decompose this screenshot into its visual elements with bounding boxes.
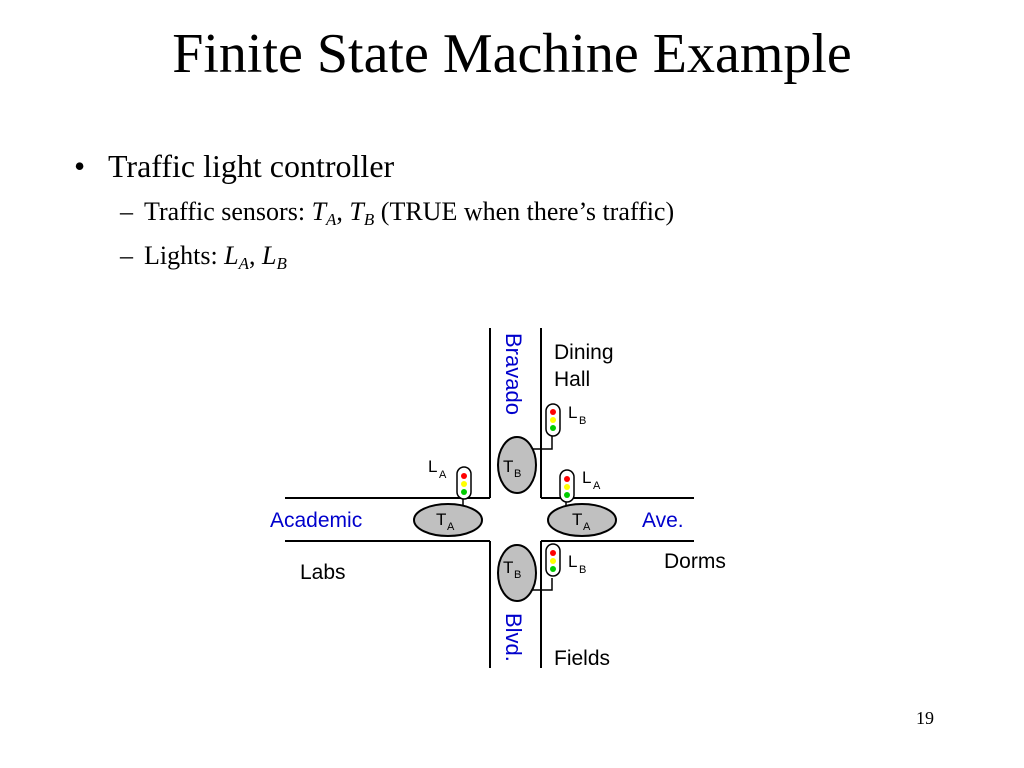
- sensor-a-symbol: T: [311, 197, 327, 226]
- sensor-b-symbol: T: [349, 197, 364, 226]
- lights-prefix: Lights:: [144, 241, 225, 270]
- sensor-a-subscript: A: [326, 210, 337, 229]
- street-label-ave: Ave.: [642, 509, 684, 532]
- sensor-subscript: B: [514, 569, 521, 581]
- slide-title: Finite State Machine Example: [172, 23, 852, 85]
- sensor-letter: T: [503, 457, 513, 476]
- sensor-subscript: A: [583, 521, 591, 533]
- green-lamp: [550, 425, 556, 431]
- sensor-letter: T: [436, 510, 446, 529]
- street-label-blvd: Blvd.: [501, 613, 526, 662]
- sensor-ta-west: T A: [413, 503, 483, 537]
- dash-mark: –: [120, 197, 133, 226]
- sensor-letter: T: [503, 558, 513, 577]
- yellow-lamp: [550, 558, 556, 564]
- light-letter: L: [568, 403, 577, 422]
- page-number: 19: [916, 708, 934, 728]
- light-subscript: B: [579, 415, 586, 427]
- red-lamp: [461, 473, 467, 479]
- building-label-labs: Labs: [300, 561, 346, 584]
- yellow-lamp: [550, 417, 556, 423]
- yellow-lamp: [461, 481, 467, 487]
- sensor-tb-south: T B: [497, 544, 537, 602]
- dash-mark: –: [120, 241, 133, 270]
- sensor-subscript: A: [447, 521, 455, 533]
- bullet-text: Traffic light controller: [108, 148, 395, 184]
- red-lamp: [550, 409, 556, 415]
- light-subscript: A: [439, 469, 447, 481]
- red-lamp: [550, 550, 556, 556]
- traffic-light-lb-south: L B: [545, 543, 586, 577]
- traffic-light-la-east: L A: [559, 468, 601, 503]
- light-a-symbol: L: [224, 241, 239, 270]
- light-b-symbol: L: [262, 241, 277, 270]
- road-edges: [285, 328, 694, 668]
- bullet-dot: •: [74, 148, 86, 184]
- bullet-list: • Traffic light controller – Traffic sen…: [74, 148, 674, 285]
- sub-bullet-lights: – Lights: LA, LB: [120, 241, 287, 273]
- green-lamp: [461, 489, 467, 495]
- sensor-letter: T: [572, 510, 582, 529]
- light-letter: L: [428, 457, 437, 476]
- building-label-dorms: Dorms: [664, 550, 726, 573]
- sensor-tb-north: T B: [497, 436, 537, 494]
- bullet-traffic-light-controller: • Traffic light controller: [74, 148, 674, 185]
- building-label-dining: Dining: [554, 341, 614, 364]
- sub-bullet-sensors: – Traffic sensors: TA, TB (TRUE when the…: [120, 197, 675, 229]
- building-label-fields: Fields: [554, 647, 610, 670]
- street-label-academic: Academic: [270, 509, 362, 532]
- light-a-subscript: A: [238, 254, 250, 273]
- building-label-hall: Hall: [554, 368, 590, 391]
- sensor-b-subscript: B: [363, 210, 375, 229]
- sensors-suffix: (TRUE when there’s traffic): [374, 197, 675, 226]
- street-label-bravado: Bravado: [501, 333, 526, 415]
- traffic-light-la-west: L A: [428, 457, 472, 500]
- red-lamp: [564, 476, 570, 482]
- sensor-ellipse: [413, 503, 483, 537]
- sensors-prefix: Traffic sensors:: [144, 197, 312, 226]
- yellow-lamp: [564, 484, 570, 490]
- sensor-subscript: B: [514, 468, 521, 480]
- light-subscript: B: [579, 564, 586, 576]
- sensor-ellipse: [497, 436, 537, 494]
- light-letter: L: [568, 552, 577, 571]
- light-subscript: A: [593, 480, 601, 492]
- green-lamp: [564, 492, 570, 498]
- sensor-ellipse: [497, 544, 537, 602]
- traffic-light-lb-north: L B: [545, 403, 586, 437]
- green-lamp: [550, 566, 556, 572]
- sensor-ta-east: T A: [547, 503, 617, 537]
- sensor-ellipse: [547, 503, 617, 537]
- light-b-subscript: B: [276, 254, 287, 273]
- light-letter: L: [582, 468, 591, 487]
